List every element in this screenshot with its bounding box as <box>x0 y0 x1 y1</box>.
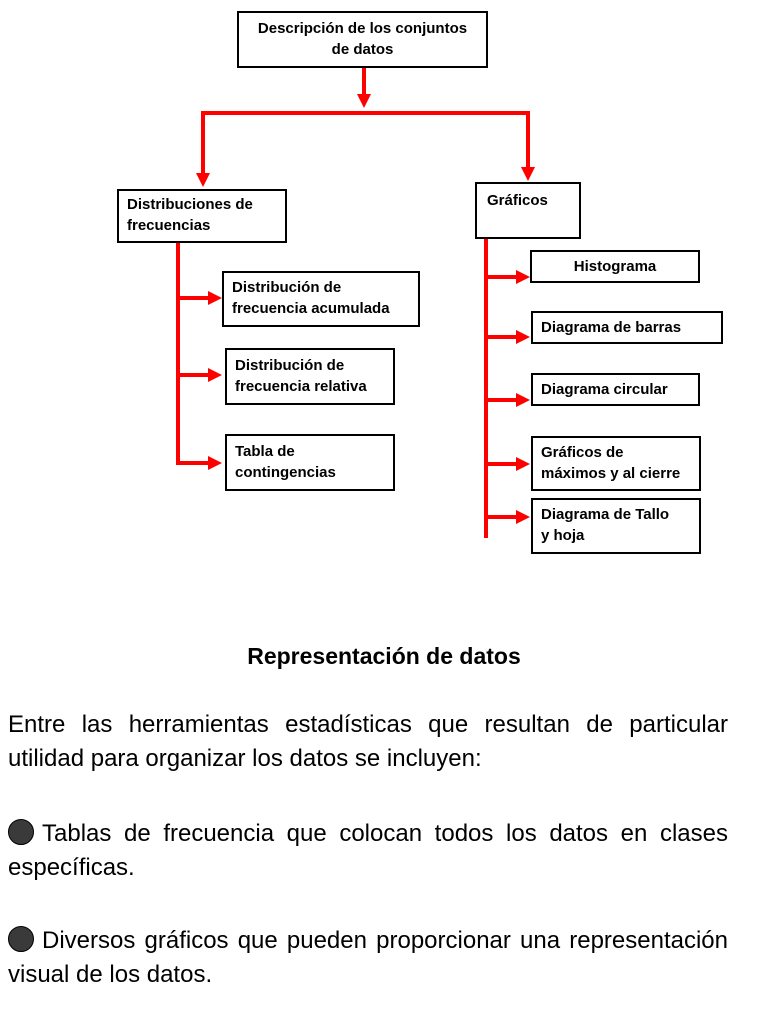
frequency-distributions-node: Distribuciones de frecuencias <box>117 189 287 243</box>
bullet-dot-icon <box>8 819 34 845</box>
concept-diagram: Descripción de los conjuntos de datos Di… <box>117 11 723 554</box>
left-branch-arrowhead-1 <box>208 291 222 305</box>
root-node-line-1: Descripción de los conjuntos <box>257 20 468 37</box>
histogram-node: Histograma <box>530 250 700 283</box>
intro-paragraph: Entre las herramientas estadísticas que … <box>8 711 728 772</box>
left-drop-arrowhead <box>196 173 210 187</box>
root-node-line-2: de datos <box>331 41 394 58</box>
contingency-table-line-1: Tabla de <box>235 443 295 460</box>
right-branch-arrowhead-1 <box>516 270 530 284</box>
stem-and-leaf-line-1: Diagrama de Tallo <box>541 506 670 523</box>
root-node: Descripción de los conjuntos de datos <box>237 11 488 68</box>
right-branch-arrowhead-2 <box>516 330 530 344</box>
right-branch-arrowhead-3 <box>516 393 530 407</box>
right-drop-arrowhead <box>521 167 535 181</box>
bullet-text-2: Diversos gráficos que pueden proporciona… <box>8 927 728 988</box>
contingency-table-node: Tabla de contingencias <box>225 434 395 491</box>
bullet-item-2: Diversos gráficos que pueden proporciona… <box>8 924 728 992</box>
histogram-line-1: Histograma <box>573 258 657 275</box>
section-title: Representación de datos <box>247 643 521 669</box>
frequency-distributions-line-1: Distribuciones de <box>127 196 253 213</box>
connector-lines <box>176 66 535 538</box>
high-low-close-line-2: máximos y al cierre <box>541 465 681 482</box>
left-branch-arrowhead-3 <box>208 456 222 470</box>
bar-chart-node: Diagrama de barras <box>531 311 723 344</box>
stem-and-leaf-node: Diagrama de Tallo y hoja <box>531 498 701 554</box>
left-branch-arrowhead-2 <box>208 368 222 382</box>
pie-chart-node: Diagrama circular <box>531 373 700 406</box>
relative-frequency-line-1: Distribución de <box>235 357 345 374</box>
relative-frequency-node: Distribución de frecuencia relativa <box>225 348 395 405</box>
bullet-dot-icon <box>8 926 34 952</box>
bullet-item-1: Tablas de frecuencia que colocan todos l… <box>8 817 728 885</box>
contingency-table-line-2: contingencias <box>235 464 336 481</box>
relative-frequency-line-2: frecuencia relativa <box>235 378 367 395</box>
charts-line-1: Gráficos <box>487 192 548 209</box>
right-branch-arrowhead-5 <box>516 510 530 524</box>
stem-and-leaf-line-2: y hoja <box>541 527 585 544</box>
right-branch-arrowhead-4 <box>516 457 530 471</box>
charts-node: Gráficos <box>475 182 581 239</box>
bar-chart-line-1: Diagrama de barras <box>541 319 682 336</box>
high-low-close-chart-node: Gráficos de máximos y al cierre <box>531 436 701 491</box>
bullet-text-1: Tablas de frecuencia que colocan todos l… <box>8 820 728 881</box>
cumulative-frequency-line-1: Distribución de <box>232 279 342 296</box>
root-stem-arrowhead <box>357 94 371 108</box>
pie-chart-line-1: Diagrama circular <box>541 381 668 398</box>
cumulative-frequency-node: Distribución de frecuencia acumulada <box>222 271 420 327</box>
frequency-distributions-line-2: frecuencias <box>127 217 211 234</box>
cumulative-frequency-line-2: frecuencia acumulada <box>232 300 390 317</box>
high-low-close-line-1: Gráficos de <box>541 444 624 461</box>
